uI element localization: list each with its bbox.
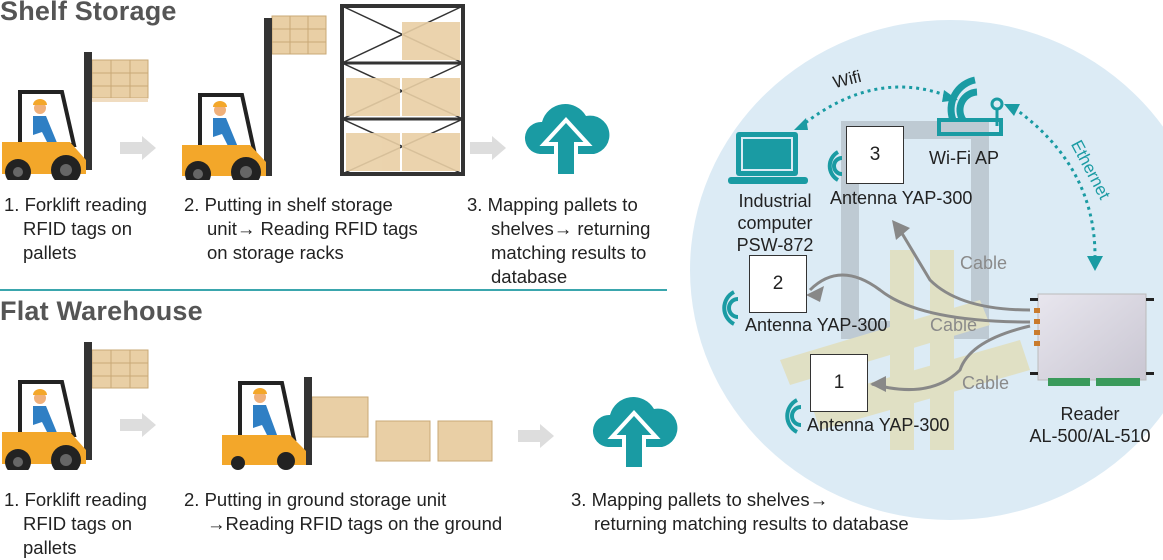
antenna-1-label: Antenna YAP-300 — [807, 415, 950, 435]
forklift-with-pallet-icon — [2, 52, 149, 180]
cable-lines — [806, 220, 1031, 392]
antenna-2: 2 — [749, 255, 807, 313]
reader-label: Reader AL-500/AL-510 — [1029, 404, 1151, 446]
flat-step-3: 3. Mapping pallets to shelves→ returning… — [571, 489, 909, 534]
cable-label-3: Cable — [960, 253, 1008, 273]
antenna-1: 1 — [810, 354, 868, 412]
ethernet-link-arrow — [1004, 104, 1103, 271]
forklift-with-pallet-icon — [2, 342, 149, 470]
cable-label-2: Cable — [930, 315, 978, 335]
forklift-ground-pallets-icon — [222, 377, 493, 470]
flat-warehouse-title: Flat Warehouse — [0, 296, 203, 326]
shelf-step-3: 3. Mapping pallets to shelves→ returning… — [467, 194, 651, 287]
cable-label-1: Cable — [962, 373, 1010, 393]
cloud-upload-icon — [592, 397, 678, 469]
industrial-computer-label: Industrial computer PSW-872 — [736, 191, 814, 255]
antenna-signal-icon — [827, 150, 843, 182]
flat-step-1: 1. Forklift reading RFID tags on pallets — [4, 489, 147, 558]
antenna-2-label: Antenna YAP-300 — [745, 315, 888, 335]
pallet — [91, 59, 149, 102]
shelf-storage-title: Shelf Storage — [0, 0, 177, 26]
storage-rack-icon — [340, 4, 465, 176]
antenna-3-label: Antenna YAP-300 — [830, 188, 973, 208]
wifi-ap-label: Wi-Fi AP — [929, 148, 999, 168]
reader-device-icon — [1030, 293, 1154, 386]
forklift-raised-pallet-icon — [182, 15, 327, 180]
flat-step-2: 2. Putting in ground storage unit →Readi… — [184, 489, 503, 534]
antenna-signal-icon — [722, 290, 739, 326]
industrial-computer-icon — [728, 132, 808, 184]
wifi-ap-icon — [937, 76, 1004, 136]
antenna-signal-icon — [785, 398, 802, 434]
step-arrow-icon — [518, 424, 554, 448]
cloud-upload-icon — [524, 104, 610, 176]
step-arrow-icon — [470, 136, 506, 160]
shelf-step-2: 2. Putting in shelf storage unit→ Readin… — [184, 194, 418, 263]
antenna-3: 3 — [846, 126, 904, 184]
section-divider — [0, 289, 667, 291]
shelf-step-1: 1. Forklift reading RFID tags on pallets — [4, 194, 147, 263]
step-arrow-icon — [120, 136, 156, 160]
step-arrow-icon — [120, 413, 156, 437]
